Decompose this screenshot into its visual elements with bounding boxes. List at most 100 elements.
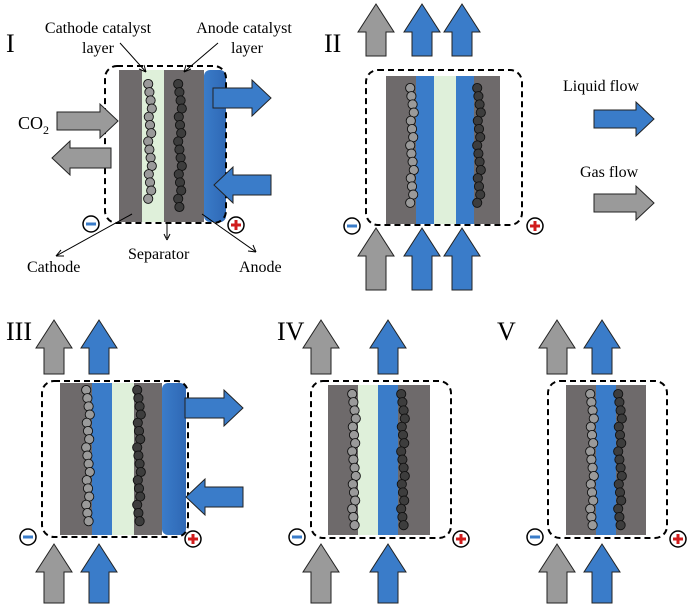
panel-4-liquid-inlet-arrow [369, 543, 407, 604]
catalyst-particle [143, 169, 154, 180]
panel-2-negative-terminal [343, 217, 361, 235]
panel-4-cell-boundary [310, 380, 452, 539]
panel-4-numeral: IV [277, 317, 305, 346]
panel-2-catholyte-channel [416, 76, 434, 224]
catalyst-particle [132, 417, 143, 428]
panel-3: III [6, 317, 244, 604]
panel-1-co2-outlet-arrow [51, 139, 112, 177]
panel-5-liquid-inlet-arrow [583, 543, 621, 604]
panel-4: IV [277, 317, 470, 604]
catalyst-particle [472, 115, 483, 126]
catalyst-particle [406, 148, 417, 159]
catalyst-particle [173, 111, 184, 122]
panel-2-liquid-inlet-arrow-2 [443, 227, 481, 291]
panel-1-leader-lines [55, 42, 257, 257]
catalyst-particle [83, 458, 94, 469]
panel-3-liquid-inlet-side-arrow [185, 477, 244, 517]
catalyst-particle [81, 499, 92, 510]
legend-liquid-flow-arrow [593, 100, 655, 138]
catalyst-particle [585, 388, 596, 400]
catalyst-particle [586, 397, 597, 408]
catalyst-particle [406, 123, 418, 135]
panel-3-catholyte-channel [92, 383, 112, 535]
panel-2-anode-catalyst-particles [472, 82, 486, 208]
panel-3-cell-boundary [41, 380, 189, 538]
catalyst-particle [133, 393, 144, 404]
panel-3-positive-terminal [184, 530, 202, 548]
catalyst-particle [405, 140, 416, 151]
catalyst-particle [144, 144, 155, 155]
catalyst-particle [405, 197, 416, 208]
panel-1-anode-gde [164, 70, 204, 222]
catalyst-particle [396, 503, 407, 514]
catalyst-particle [143, 193, 154, 204]
catalyst-particle [585, 446, 596, 457]
catalyst-particle [173, 78, 184, 90]
panel-5-negative-terminal [526, 528, 544, 546]
catalyst-particle [145, 152, 156, 163]
catalyst-particle [82, 450, 93, 461]
panel-2-liquid-inlet-arrow-1 [403, 227, 441, 291]
catalyst-particle [81, 475, 92, 486]
catalyst-particle [134, 458, 145, 469]
panel-1-anode-catalyst-particles [173, 78, 187, 213]
catalyst-particle [134, 401, 145, 412]
panel-4-anolyte-channel [378, 385, 398, 535]
catalyst-particle [473, 148, 484, 159]
catalyst-particle [615, 462, 626, 473]
catalyst-particle [614, 397, 625, 408]
catalyst-particle [134, 516, 145, 527]
catalyst-particle [82, 425, 94, 437]
catalyst-particle [144, 119, 156, 131]
catalyst-particle [613, 388, 624, 400]
catalyst-particle [396, 421, 407, 432]
panel-3-gas-outlet-arrow [35, 319, 73, 375]
catalyst-particle [587, 405, 598, 416]
panel-1-numeral: I [6, 29, 15, 58]
catalyst-particle [473, 181, 485, 192]
catalyst-particle [586, 487, 598, 498]
catalyst-particle [82, 393, 93, 404]
panel-1-liquid-inlet-arrow [213, 165, 272, 205]
catalyst-particle [397, 454, 408, 465]
catalyst-particle [396, 479, 407, 490]
catalyst-particle [348, 511, 359, 523]
catalyst-particle [347, 479, 358, 490]
panel-1-co2-inlet-arrow [56, 102, 119, 140]
catalyst-particle [587, 520, 598, 531]
panel-3-liquid-inlet-arrow [80, 543, 118, 604]
catalyst-particle [614, 511, 625, 523]
catalyst-particle [144, 87, 155, 98]
panel-2-numeral: II [324, 29, 341, 58]
panel-3-liquid-outlet-side-arrow [184, 388, 244, 428]
catalyst-particle [397, 397, 408, 408]
catalyst-particle [173, 169, 184, 180]
catalyst-particle [613, 421, 624, 432]
catalyst-particle [347, 421, 358, 432]
panel-1-cathode-catalyst-particles [143, 78, 157, 204]
catalyst-particle [396, 388, 407, 400]
panel-2-liquid-outlet-arrow-1 [403, 3, 441, 57]
catalyst-particle [586, 454, 597, 465]
catalyst-particle [175, 95, 186, 106]
panel-4-negative-terminal [288, 528, 306, 546]
panel-2-cathode-catalyst-particles [405, 82, 419, 208]
legend-gas-flow-arrow [593, 184, 655, 222]
panel-5-numeral: V [497, 317, 516, 346]
catalyst-particle [143, 78, 154, 90]
panel-3-liquid-outlet-arrow [80, 319, 118, 375]
catalyst-particle [347, 388, 358, 400]
panel-1: I CO2 Cathode catalyst layer Anode catal… [6, 20, 292, 276]
panel-1-positive-terminal [227, 216, 245, 234]
panel-5-positive-terminal [669, 530, 687, 548]
panel-4-anode-catalyst-particles [396, 388, 410, 531]
panel-5-liquid-outlet-arrow [583, 319, 621, 375]
catalyst-particle [133, 425, 145, 437]
catalyst-particle [174, 177, 186, 188]
legend: Liquid flow Gas flow [563, 78, 655, 222]
catalyst-particle [132, 442, 143, 453]
catalyst-particle [173, 136, 184, 147]
catalyst-particle [397, 511, 408, 523]
catalyst-particle [144, 177, 156, 188]
catalyst-particle [132, 384, 143, 396]
